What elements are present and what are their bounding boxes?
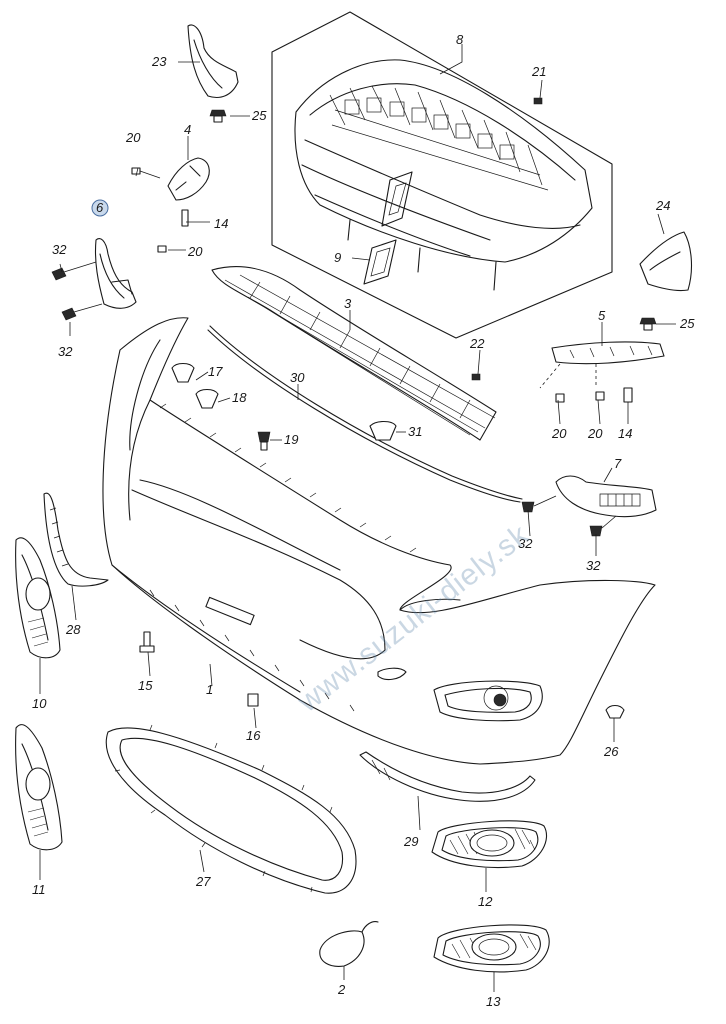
label-9[interactable]: 9 <box>334 250 341 265</box>
label-14-left[interactable]: 14 <box>214 216 228 231</box>
leader-lines <box>39 44 676 992</box>
lower-strip-part[interactable] <box>359 751 536 802</box>
upper-right-bracket-part[interactable] <box>639 231 693 292</box>
label-14-right[interactable]: 14 <box>618 426 632 441</box>
label-20-a[interactable]: 20 <box>125 130 141 145</box>
label-24[interactable]: 24 <box>655 198 670 213</box>
fasteners <box>51 97 657 719</box>
label-32-a[interactable]: 32 <box>52 242 67 257</box>
lower-frame-part[interactable] <box>105 724 357 894</box>
tow-hook-cap-part[interactable] <box>319 921 379 967</box>
left-holder-part[interactable] <box>167 157 210 201</box>
front-bumper-part[interactable] <box>102 317 656 765</box>
right-side-bracket-part[interactable] <box>555 475 657 518</box>
label-1[interactable]: 1 <box>206 682 213 697</box>
label-16[interactable]: 16 <box>246 728 261 743</box>
label-8[interactable]: 8 <box>456 32 464 47</box>
label-18[interactable]: 18 <box>232 390 247 405</box>
label-32-d[interactable]: 32 <box>586 558 601 573</box>
emblem-part[interactable] <box>363 239 397 285</box>
upper-left-bracket-part[interactable] <box>187 24 239 99</box>
label-17[interactable]: 17 <box>208 364 223 379</box>
label-7[interactable]: 7 <box>614 456 622 471</box>
right-holder-part[interactable] <box>539 341 665 389</box>
highlight-marker <box>91 199 109 217</box>
label-13[interactable]: 13 <box>486 994 501 1009</box>
label-26[interactable]: 26 <box>603 744 619 759</box>
label-3[interactable]: 3 <box>344 296 352 311</box>
left-duct-lower-part[interactable] <box>15 724 63 851</box>
label-23[interactable]: 23 <box>151 54 167 69</box>
label-20-c[interactable]: 20 <box>551 426 567 441</box>
label-11[interactable]: 11 <box>32 882 46 897</box>
lower-grille-part[interactable] <box>211 266 497 441</box>
side-bracket-part[interactable] <box>94 237 137 309</box>
label-20-d[interactable]: 20 <box>587 426 603 441</box>
trim-strip-part[interactable] <box>207 325 523 503</box>
label-25-b[interactable]: 25 <box>679 316 695 331</box>
label-4[interactable]: 4 <box>184 122 191 137</box>
label-5[interactable]: 5 <box>598 308 606 323</box>
grille-mesh <box>329 85 549 191</box>
label-32-c[interactable]: 32 <box>518 536 533 551</box>
label-32-b[interactable]: 32 <box>58 344 73 359</box>
bumper-clips <box>149 403 417 712</box>
label-15[interactable]: 15 <box>138 678 153 693</box>
label-19[interactable]: 19 <box>284 432 298 447</box>
part-labels: 8 9 3 4 5 6 7 1 2 10 11 12 13 14 14 15 1… <box>32 32 695 1009</box>
label-28[interactable]: 28 <box>65 622 81 637</box>
side-strip-part[interactable] <box>43 492 109 587</box>
label-30[interactable]: 30 <box>290 370 305 385</box>
label-2[interactable]: 2 <box>337 982 346 997</box>
fog-cover-lower-part[interactable] <box>433 924 550 973</box>
label-6[interactable]: 6 <box>96 200 104 215</box>
label-31[interactable]: 31 <box>408 424 422 439</box>
label-21[interactable]: 21 <box>531 64 546 79</box>
label-20-b[interactable]: 20 <box>187 244 203 259</box>
label-29[interactable]: 29 <box>403 834 418 849</box>
fog-cover-upper-part[interactable] <box>431 820 548 868</box>
label-22[interactable]: 22 <box>469 336 485 351</box>
upper-grille-part[interactable] <box>294 59 593 291</box>
label-12[interactable]: 12 <box>478 894 493 909</box>
label-25-a[interactable]: 25 <box>251 108 267 123</box>
grille-assembly-box <box>271 11 613 339</box>
label-10[interactable]: 10 <box>32 696 47 711</box>
left-duct-upper-part[interactable] <box>15 537 61 659</box>
label-27[interactable]: 27 <box>195 874 211 889</box>
